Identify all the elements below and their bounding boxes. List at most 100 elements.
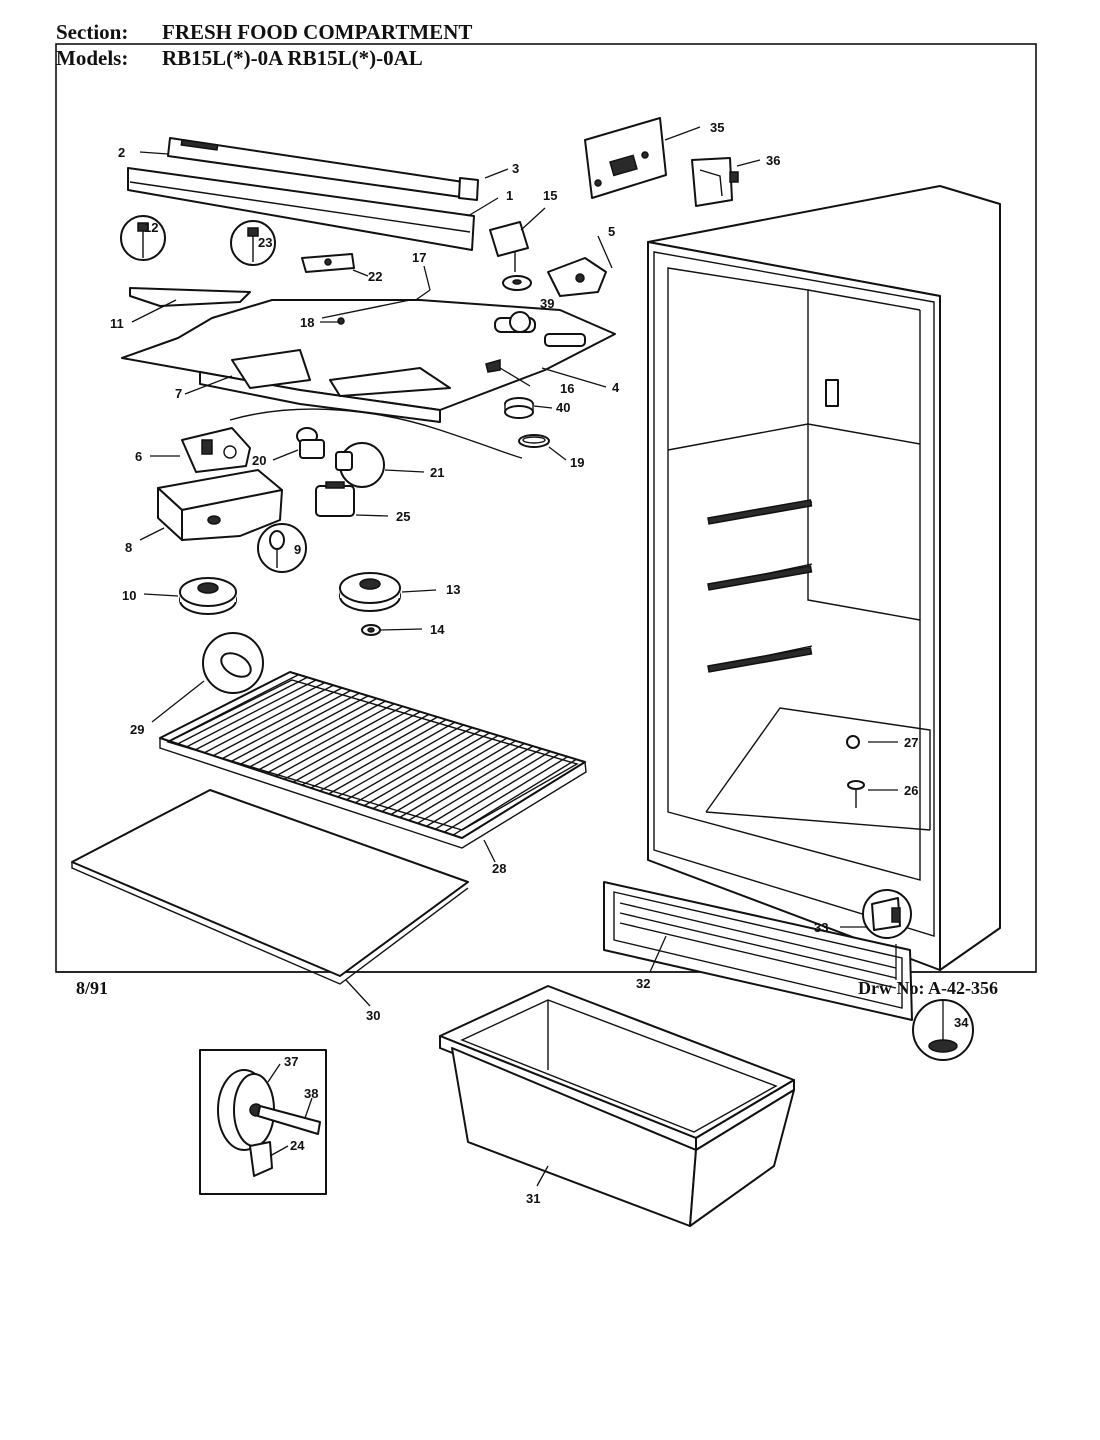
shelf-wire — [195, 681, 326, 751]
shelf-wire — [408, 745, 534, 821]
part-ring-19 — [518, 434, 550, 448]
callout-20: 20 — [252, 453, 266, 468]
shelf-wire — [275, 705, 404, 777]
part-knob-10 — [179, 577, 237, 615]
callout-36: 36 — [766, 153, 780, 168]
footer-date: 8/91 — [76, 978, 109, 998]
shelf-wire — [337, 724, 464, 798]
part-leveler-34 — [912, 999, 974, 1061]
callout-38: 38 — [304, 1086, 318, 1101]
callout-32: 32 — [636, 976, 650, 991]
part-capillary-7 — [229, 408, 523, 459]
part-switch-36 — [691, 157, 739, 207]
part-23-circle — [230, 220, 276, 266]
callout-37: 37 — [284, 1054, 298, 1069]
shelf-wire — [390, 740, 516, 816]
callout-2: 2 — [118, 145, 125, 160]
shelf-wire — [363, 732, 490, 807]
part-plug-40 — [504, 397, 534, 419]
callout-31: 31 — [526, 1191, 540, 1206]
shelf-wires — [168, 674, 577, 836]
callout-7: 7 — [175, 386, 182, 401]
shelf-wire — [399, 742, 525, 819]
callout-29: 29 — [130, 722, 144, 737]
shelf-wire — [426, 750, 551, 827]
callout-15: 15 — [543, 188, 557, 203]
callout-40: 40 — [556, 400, 570, 415]
callout-26: 26 — [904, 783, 918, 798]
inset-wheel — [199, 1049, 327, 1195]
callout-35: 35 — [710, 120, 724, 135]
shelf-wire — [319, 719, 447, 792]
part-cabinet — [647, 185, 1001, 971]
callout-8: 8 — [125, 540, 132, 555]
callout-22: 22 — [368, 269, 382, 284]
callout-25: 25 — [396, 509, 410, 524]
shelf-wire — [257, 700, 386, 771]
shelf-wire — [434, 753, 560, 830]
part-trim-top — [167, 137, 479, 201]
part-bulb-21 — [335, 442, 385, 488]
part-damper-15 — [489, 221, 529, 272]
part-screw-26 — [847, 780, 865, 808]
shelf-wire — [355, 729, 482, 804]
shelf-wire — [372, 734, 499, 810]
part-bracket-11 — [129, 287, 251, 307]
models-label: Models: — [56, 46, 129, 70]
part-divider-4 — [121, 299, 616, 423]
part-cap-29 — [202, 632, 264, 694]
shelf-wire — [452, 758, 577, 836]
models-value: RB15L(*)-0A RB15L(*)-0AL — [162, 46, 423, 70]
shelf-wire — [328, 721, 456, 795]
callout-28: 28 — [492, 861, 506, 876]
part-glass-30 — [71, 789, 469, 985]
shelf-wire — [284, 708, 412, 780]
callout-6: 6 — [135, 449, 142, 464]
part-screw-9 — [257, 523, 307, 573]
drawing-number: Drw No: A-42-356 — [858, 978, 998, 998]
callout-16: 16 — [560, 381, 574, 396]
callout-24: 24 — [290, 1138, 305, 1153]
callout-17: 17 — [412, 250, 426, 265]
part-18-screw — [337, 317, 345, 325]
shelf-wire — [292, 711, 421, 783]
callout-11: 11 — [110, 316, 124, 331]
callout-18: 18 — [300, 315, 314, 330]
shelf-wire — [248, 697, 378, 769]
part-washer-14 — [361, 624, 381, 636]
leader-lines — [131, 126, 898, 1187]
part-knob-13 — [339, 572, 401, 612]
shelf-wire — [266, 703, 395, 774]
callout-21: 21 — [430, 465, 444, 480]
part-crisper-31 — [439, 985, 795, 1227]
part-liner-rail — [127, 167, 475, 251]
part-plate-22 — [301, 253, 355, 273]
shelf-wire — [177, 676, 308, 745]
part-control-6 — [181, 427, 251, 473]
callout-19: 19 — [570, 455, 584, 470]
part-socket-20 — [296, 427, 325, 459]
callout-4: 4 — [612, 380, 620, 395]
callout-12: 12 — [144, 220, 158, 235]
part-shelf-28 — [159, 671, 587, 849]
part-12-circle — [120, 215, 166, 261]
shelf-wire — [346, 726, 473, 801]
shelf-wire — [204, 684, 334, 754]
part-clip-27 — [846, 735, 860, 749]
shelf-wire — [168, 674, 299, 742]
shelf-wire — [239, 695, 369, 766]
callout-13: 13 — [446, 582, 460, 597]
shelf-wire — [212, 687, 343, 757]
callout-1: 1 — [506, 188, 513, 203]
section-value: FRESH FOOD COMPARTMENT — [162, 20, 473, 44]
part-bracket-35 — [584, 117, 667, 199]
callout-30: 30 — [366, 1008, 380, 1023]
part-grille-32 — [603, 881, 913, 1021]
callout-34: 34 — [954, 1015, 969, 1030]
shelf-wire — [301, 713, 430, 786]
part-switch-25 — [315, 481, 355, 517]
callout-27: 27 — [904, 735, 918, 750]
shelf-wire — [443, 756, 569, 833]
shelf-wire — [186, 679, 317, 748]
